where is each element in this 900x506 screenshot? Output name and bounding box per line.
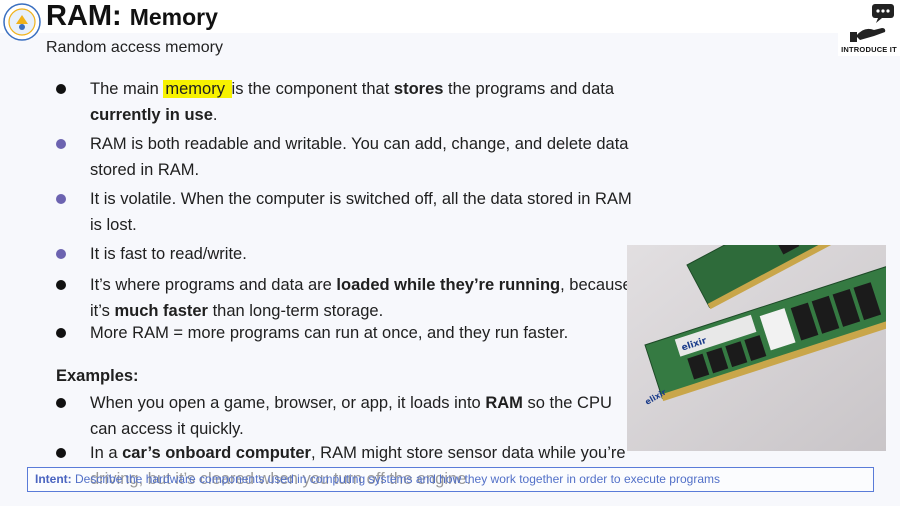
bullet-text: It is fast to read/write. — [90, 245, 247, 263]
intent-text: Describe the hardware components used in… — [71, 472, 720, 486]
title-main: RAM: — [46, 0, 122, 32]
text-span: , because it’s — [90, 276, 632, 320]
bullet-dot-icon — [56, 398, 66, 408]
bold-span: stores — [393, 80, 444, 98]
bold-span: car’s onboard computer — [122, 444, 311, 462]
bold-span: loaded while they’re running — [336, 276, 561, 294]
intent-box: Intent: Describe the hardware components… — [27, 467, 874, 492]
text-span: In a — [90, 444, 123, 462]
bullet-dot-icon — [56, 194, 66, 204]
introduce-it-logo: INTRODUCE IT — [838, 2, 900, 56]
text-span: the programs and data — [443, 80, 615, 98]
text-span: It’s where programs and data are — [90, 276, 337, 294]
bullet-text: RAM is both readable and writable. You c… — [90, 135, 629, 179]
text-span: . — [212, 106, 218, 124]
bullet-dot-icon — [56, 280, 66, 290]
bullet-dot-icon — [56, 139, 66, 149]
title-sub: Memory — [129, 4, 218, 30]
bullet-text: More RAM = more programs can run at once… — [90, 324, 569, 342]
top-bar — [0, 0, 900, 33]
hand-chat-icon — [850, 4, 894, 42]
bold-span: much faster — [114, 302, 208, 320]
examples-heading: Examples: — [56, 367, 139, 385]
bullet-dot-icon — [56, 249, 66, 259]
bullet-text: It is volatile. When the computer is swi… — [90, 190, 632, 234]
text-span: is the component that — [231, 80, 394, 98]
page-subtitle: Random access memory — [46, 39, 223, 56]
intent-label: Intent: — [35, 472, 72, 486]
bold-span: RAM — [485, 394, 523, 412]
bold-span: currently in use — [90, 106, 213, 124]
bullet-dot-icon — [56, 84, 66, 94]
brand-text: INTRODUCE IT — [841, 45, 897, 54]
text-span: The main — [90, 80, 164, 98]
text-span: so the CPU can access it quickly. — [90, 394, 612, 438]
highlight-memory: memory — [163, 80, 232, 98]
ram-modules-photo: elixir elixir — [627, 245, 886, 451]
page-title: RAM: Memory — [46, 0, 218, 33]
text-span: than long-term storage. — [207, 302, 384, 320]
text-span: When you open a game, browser, or app, i… — [90, 394, 486, 412]
bullet-dot-icon — [56, 448, 66, 458]
school-logo-icon — [2, 2, 42, 42]
bullet-dot-icon — [56, 328, 66, 338]
